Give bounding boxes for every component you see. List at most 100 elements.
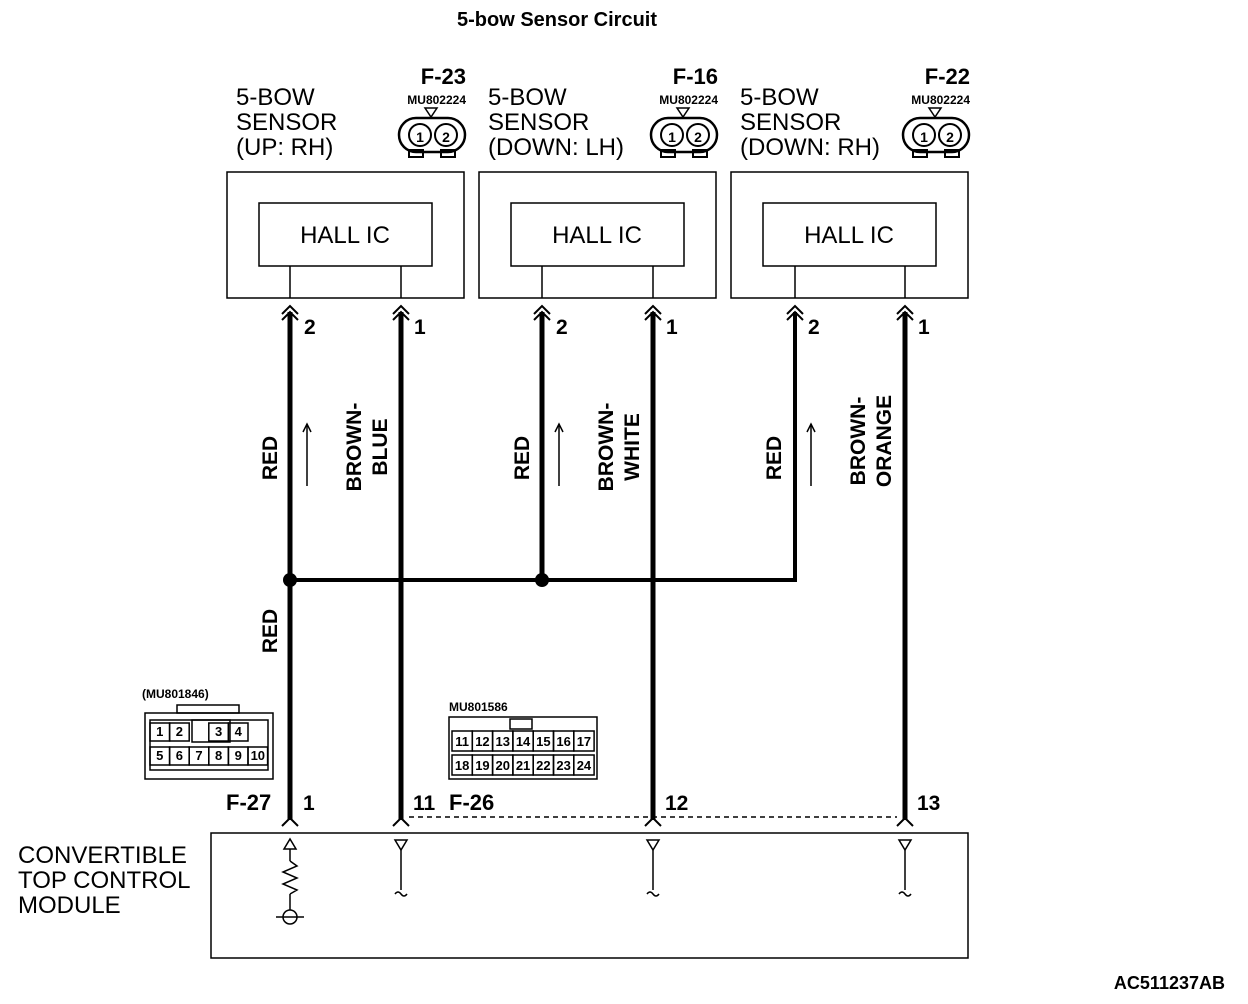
sensor-name-line-2: SENSOR xyxy=(488,109,589,136)
connector-cavity xyxy=(168,722,190,742)
cavity-number: 5 xyxy=(156,748,163,763)
sensor-pin-1: 1 xyxy=(666,316,678,339)
cavity-number: 15 xyxy=(536,734,550,749)
sensor-name-line-3: (DOWN: RH) xyxy=(740,134,880,161)
connector-part-number: MU802224 xyxy=(911,93,970,107)
cavity-number: 10 xyxy=(251,748,265,763)
hall-ic-label: HALL IC xyxy=(804,222,894,249)
connector-body xyxy=(448,716,598,780)
sensor-pin-1: 1 xyxy=(918,316,930,339)
cavity-number: 14 xyxy=(516,734,531,749)
wire-color-line-2: WHITE xyxy=(621,413,644,481)
connector-id: F-27 xyxy=(226,790,271,815)
connector-id: F-23 xyxy=(421,64,466,89)
connector-pin-1: 1 xyxy=(416,129,424,145)
connector-pin-2: 2 xyxy=(946,129,954,145)
wire-red-splice xyxy=(290,312,797,582)
connector-cavity xyxy=(573,754,595,776)
splice-point-icon xyxy=(535,573,549,587)
sensor-name-line-2: SENSOR xyxy=(236,109,337,136)
module-pin: 11 xyxy=(413,792,436,815)
connector-row-1: 11 12 13 14 15 16 17 xyxy=(451,730,595,752)
cavity-number: 6 xyxy=(176,748,183,763)
input-terminal-icon xyxy=(645,839,661,897)
sensor-name-line-3: (UP: RH) xyxy=(236,134,333,161)
cavity-number: 22 xyxy=(536,758,550,773)
input-terminal-icon xyxy=(393,839,409,897)
connector-pin-2: 2 xyxy=(694,129,702,145)
connector-body xyxy=(144,712,274,780)
sensor-pin-1: 1 xyxy=(414,316,426,339)
wire-color-red: RED xyxy=(763,436,786,480)
wire-color-red: RED xyxy=(259,436,282,480)
cavity-number: 13 xyxy=(496,734,510,749)
cavity-number: 12 xyxy=(475,734,489,749)
cavity-number: 9 xyxy=(235,748,242,763)
connector-pin-1: 1 xyxy=(920,129,928,145)
resistor-supply-icon xyxy=(276,837,304,925)
cavity-number: 24 xyxy=(577,758,592,773)
wire-color-line-2: ORANGE xyxy=(873,395,896,487)
pin-terminal-icon xyxy=(281,816,299,827)
cavity-number: 7 xyxy=(195,748,202,763)
sensor-connector-icon: 1 2 xyxy=(901,116,971,158)
connector-part-number: MU801586 xyxy=(449,700,508,714)
connector-cavity xyxy=(573,730,595,752)
signal-direction-arrow-icon xyxy=(806,422,816,486)
connector-latch xyxy=(509,718,533,730)
input-terminal-icon xyxy=(897,839,913,897)
hall-ic-label: HALL IC xyxy=(552,222,642,249)
wire-color-line-2: BLUE xyxy=(369,418,392,475)
triangle-marker-icon xyxy=(675,107,691,119)
module-pin: 12 xyxy=(665,792,688,815)
connector-row-2: 18 19 20 21 22 23 24 xyxy=(451,754,595,776)
connector-latch xyxy=(176,704,240,714)
module-pin: 1 xyxy=(303,792,315,815)
module-box xyxy=(210,832,969,959)
wire-color-red-common: RED xyxy=(259,609,282,653)
sensor-box xyxy=(226,171,465,299)
cavity-number: 18 xyxy=(455,758,469,773)
cavity-number: 11 xyxy=(455,734,469,749)
wire-color-red: RED xyxy=(511,436,534,480)
splice-point-icon xyxy=(283,573,297,587)
sensor-up-rh: 5-BOW SENSOR (UP: RH) F-23 MU802224 1 2 … xyxy=(226,64,466,491)
connector-cavity xyxy=(227,722,249,742)
connector-id: F-16 xyxy=(673,64,718,89)
sensor-pin-2: 2 xyxy=(556,316,568,339)
sensor-box xyxy=(730,171,969,299)
diagram-title: 5-bow Sensor Circuit xyxy=(457,9,657,31)
cavity-number: 19 xyxy=(475,758,489,773)
connector-cavity xyxy=(247,746,269,766)
module-name-line-2: TOP CONTROL xyxy=(18,867,190,894)
cavity-number: 21 xyxy=(516,758,530,773)
cavity-number: 17 xyxy=(577,734,591,749)
hall-ic-box xyxy=(762,202,937,267)
sensor-pin-2: 2 xyxy=(808,316,820,339)
hall-ic-box xyxy=(258,202,433,267)
hall-ic-box xyxy=(510,202,685,267)
wire-color-line-1: BROWN- xyxy=(847,397,870,486)
figure-code: AC511237AB xyxy=(1114,973,1225,993)
module-pin: 13 xyxy=(917,792,940,815)
cavity-number: 23 xyxy=(556,758,570,773)
cavity-number: 8 xyxy=(215,748,222,763)
cavity-number: 20 xyxy=(496,758,510,773)
sensor-down-rh: 5-BOW SENSOR (DOWN: RH) F-22 MU802224 1 … xyxy=(730,64,971,487)
pin-terminal-icon xyxy=(392,816,410,827)
module-name-line-1: CONVERTIBLE xyxy=(18,842,187,869)
pin-terminal-icon xyxy=(896,816,914,827)
connector-pin-2: 2 xyxy=(442,129,450,145)
sensor-name-line-1: 5-BOW xyxy=(740,84,819,111)
connector-part-number: MU802224 xyxy=(407,93,466,107)
convertible-top-control-module: CONVERTIBLE TOP CONTROL MODULE xyxy=(18,832,969,959)
triangle-marker-icon xyxy=(423,107,439,119)
cavity-number: 3 xyxy=(215,724,222,739)
sensor-pin-2: 2 xyxy=(304,316,316,339)
cavity-number: 2 xyxy=(176,724,183,739)
cavity-number: 16 xyxy=(556,734,570,749)
